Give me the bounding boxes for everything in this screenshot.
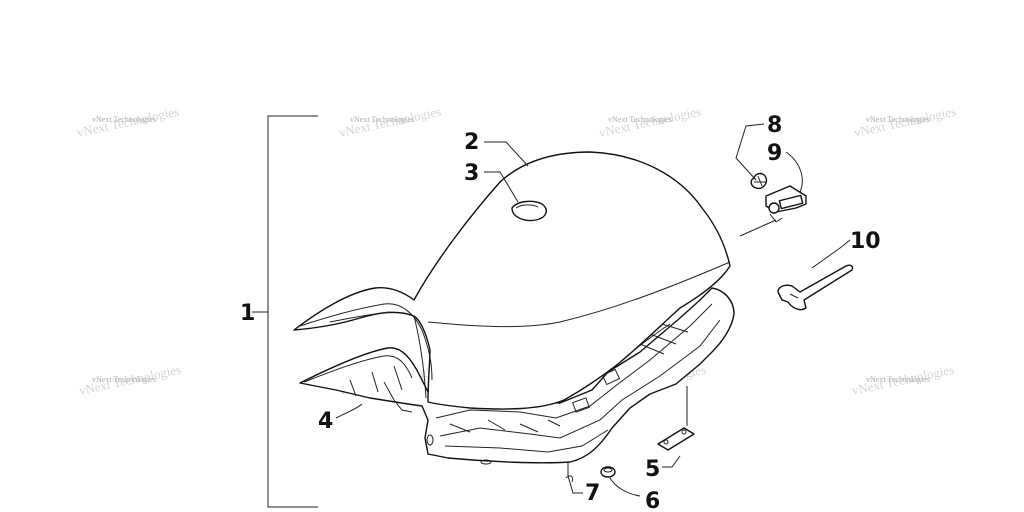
callout-8: 8 [767,113,782,138]
watermark-1: vNext Technologies vNext Technologies [76,104,181,140]
seat-latch-parts [750,172,807,223]
assembly-bracket [252,115,318,508]
callout-5: 5 [645,457,660,482]
watermark-text: vNext Technologies [92,375,156,384]
seat-base [299,287,735,465]
seat-cover [293,151,731,410]
callout-10: 10 [850,229,881,254]
seat-wrench [777,264,854,311]
watermark-text: vNext Technologies [866,375,930,384]
watermark-3: vNext Technologies vNext Technologies [598,104,703,140]
watermark-4: vNext Technologies vNext Technologies [853,104,958,140]
callout-6: 6 [645,489,660,512]
callout-9: 9 [767,141,782,166]
watermark-text: vNext Technologies [350,115,414,124]
watermark-2: vNext Technologies vNext Technologies [338,104,443,140]
watermark-5: vNext Technologies vNext Technologies [78,362,183,398]
callout-2: 2 [464,130,479,155]
watermark-text: vNext Technologies [866,115,930,124]
watermark-text: vNext Technologies [608,115,672,124]
seat-hardware [565,427,695,483]
leader-lines [335,123,851,497]
callout-labels: 1 2 3 4 5 6 7 8 9 10 [240,113,881,512]
seat-emblem [511,200,547,222]
watermark-text: vNext Technologies [92,115,156,124]
callout-4: 4 [318,409,333,434]
callout-1: 1 [240,301,255,326]
callout-3: 3 [464,161,479,186]
callout-7: 7 [585,481,600,506]
watermark-8: vNext Technologies vNext Technologies [851,362,956,398]
